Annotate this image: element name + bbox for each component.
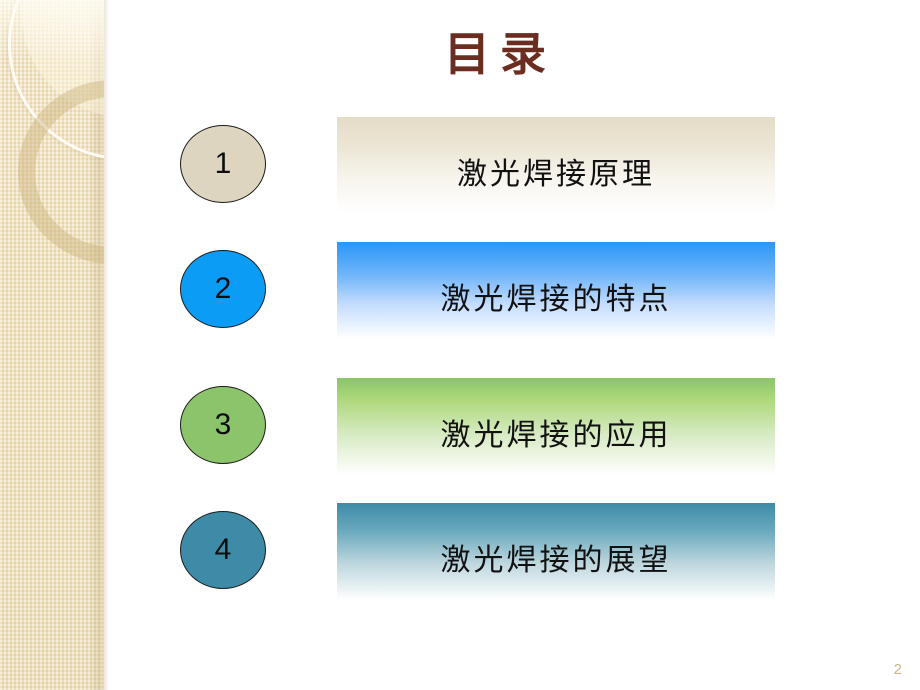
agenda-row: 2 激光焊接的特点 [0,236,920,366]
page-title: 目录 [444,29,556,80]
agenda-number-badge[interactable]: 4 [180,511,266,589]
agenda-row: 3 激光焊接的应用 [0,372,920,502]
agenda-number-badge[interactable]: 1 [180,125,266,203]
agenda-item-label: 激光焊接的特点 [440,282,672,316]
agenda-bar[interactable] [337,378,775,475]
agenda-row: 4 激光焊接的展望 [0,497,920,627]
agenda-row: 1 激光焊接原理 [0,111,920,241]
agenda-number-badge[interactable]: 3 [180,386,266,464]
agenda-number-badge[interactable]: 2 [180,250,266,328]
agenda-bar[interactable] [337,242,775,339]
agenda-item-label: 激光焊接的应用 [440,418,672,452]
decorative-disc-shape [22,0,104,117]
agenda-bar[interactable] [337,503,775,600]
agenda-item-label: 激光焊接的展望 [440,543,672,577]
agenda-bar[interactable] [337,117,775,214]
agenda-item-label: 激光焊接原理 [457,157,655,191]
page-number: 2 [893,661,902,678]
sidebar-top-highlight [0,0,104,60]
